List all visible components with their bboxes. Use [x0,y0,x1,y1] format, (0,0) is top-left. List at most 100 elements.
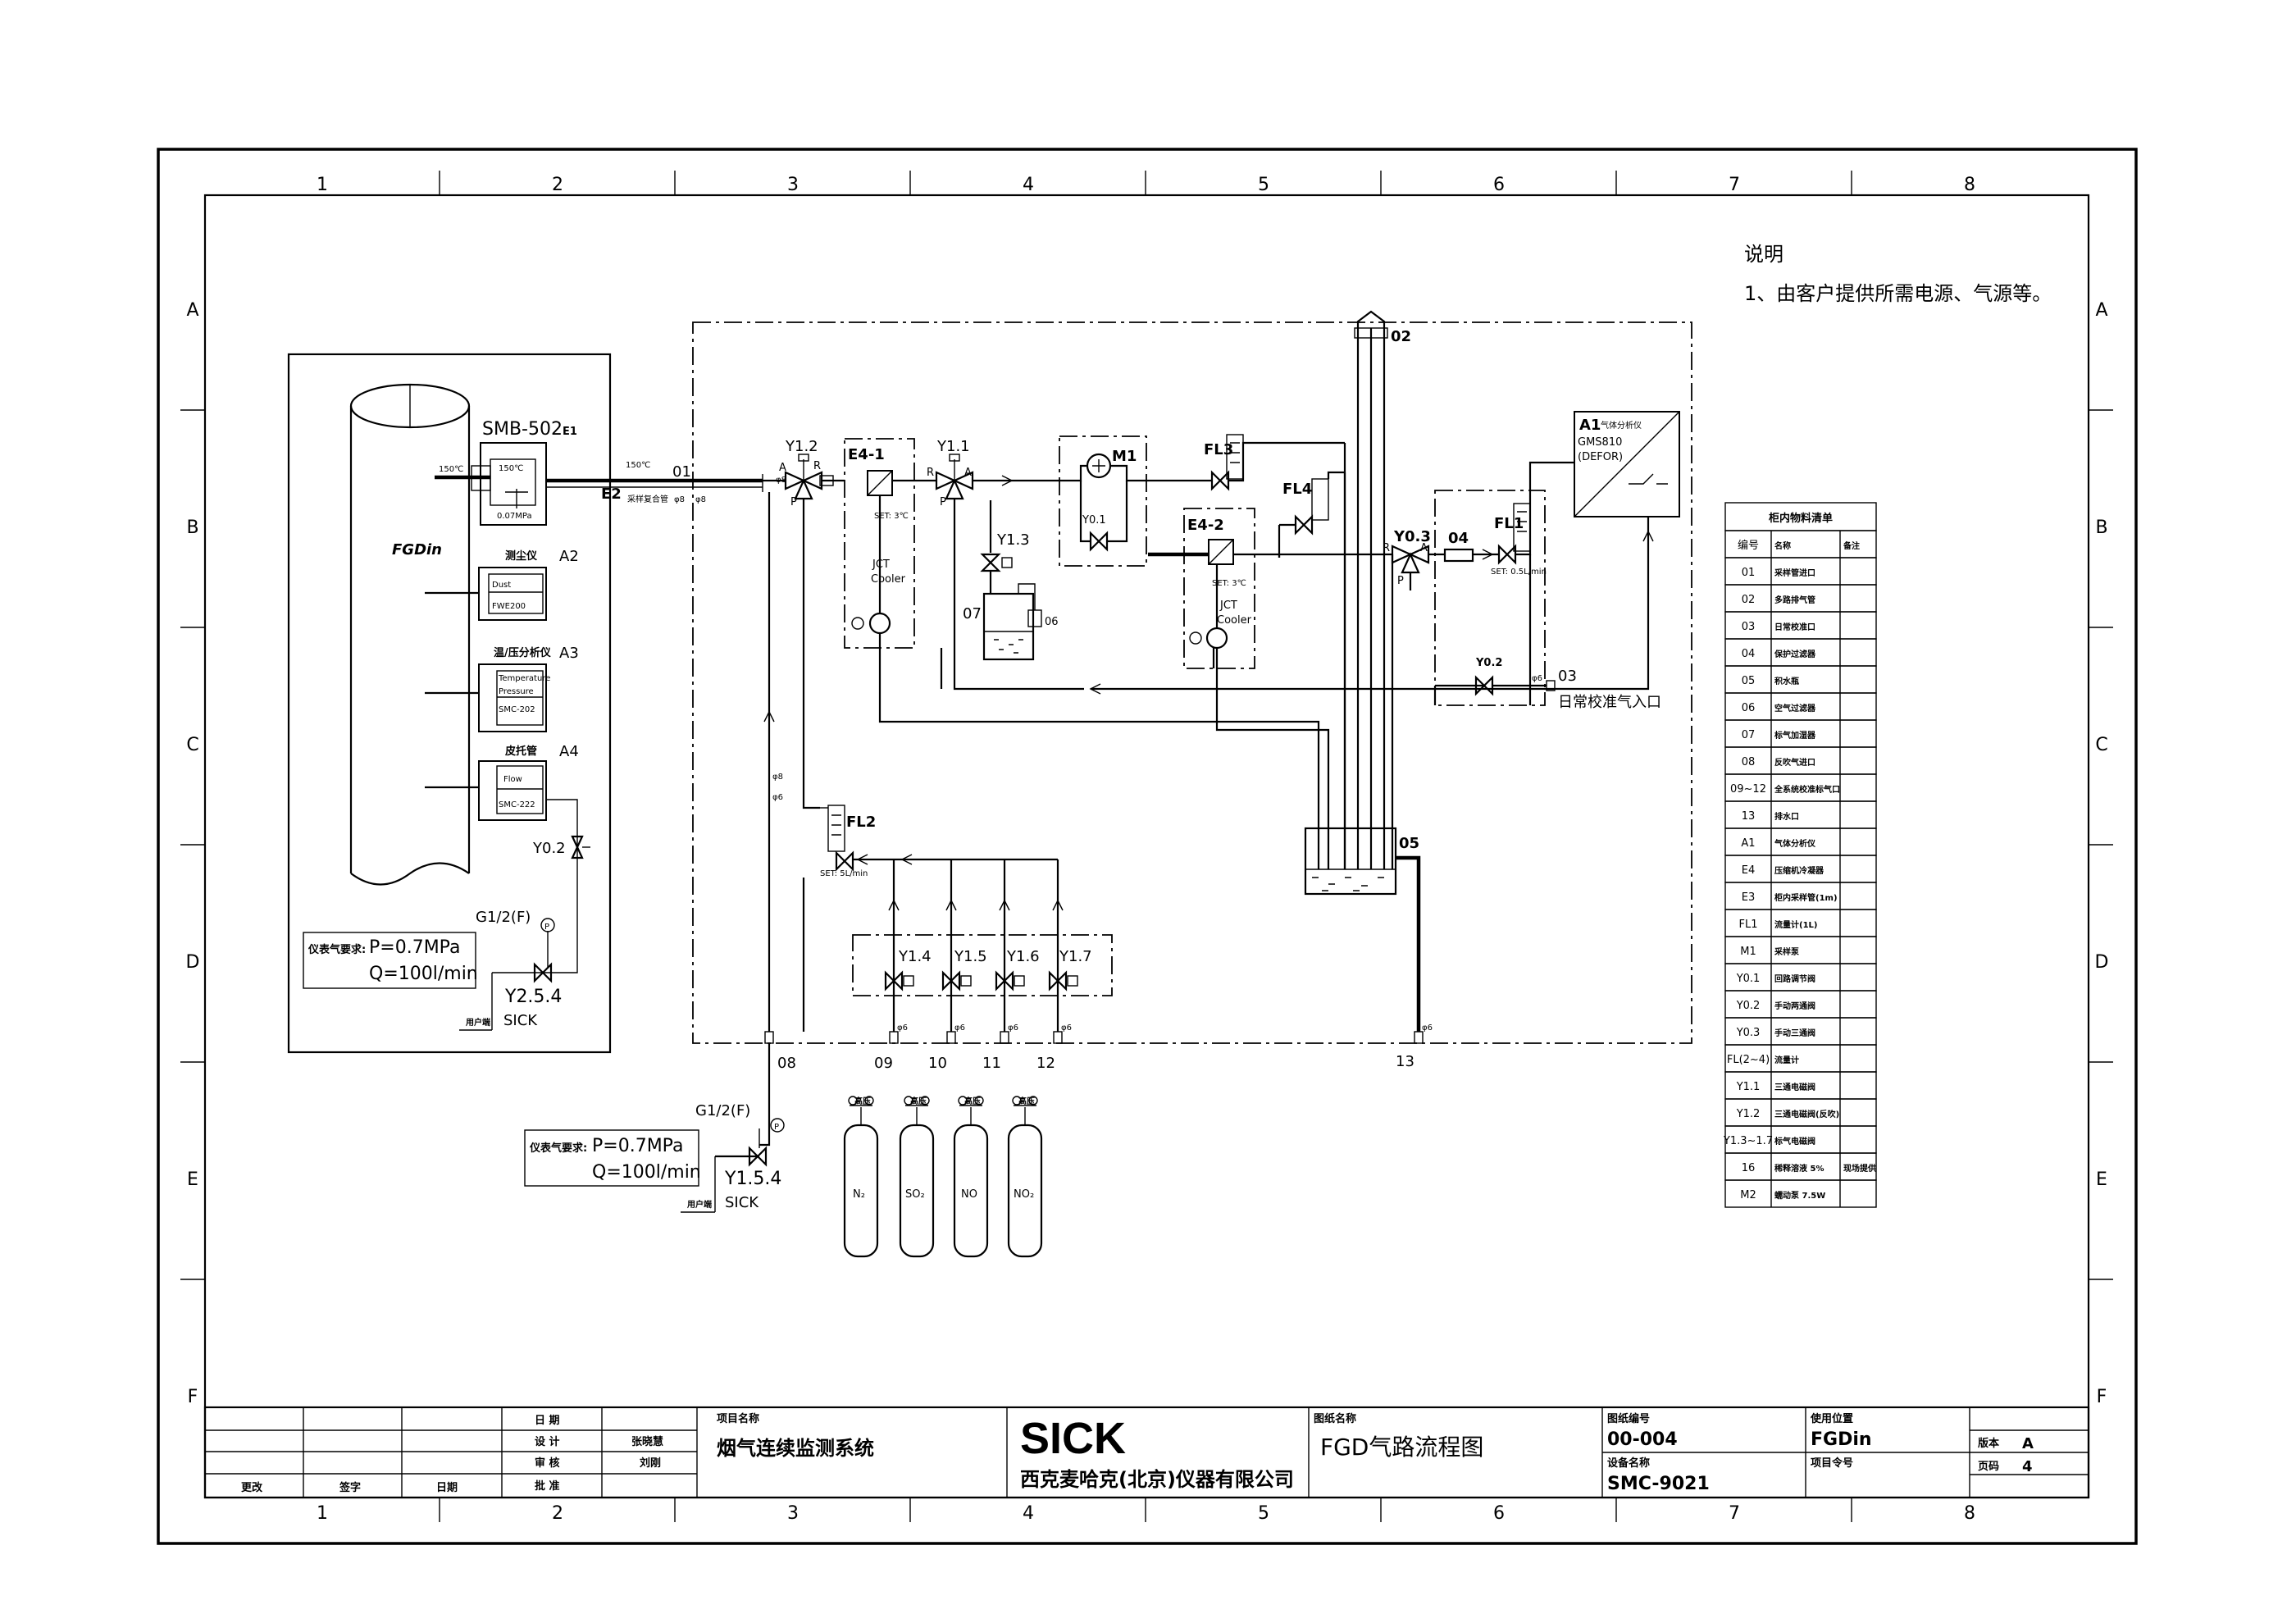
branch-dia8: φ8 [772,773,783,782]
tb-design-value: 张晓慧 [631,1435,663,1448]
flow-tag: A4 [559,743,579,760]
flowmeter-fl4-tag: FL4 [1282,481,1312,498]
tb-device-label: 设备名称 [1607,1457,1650,1470]
cylinder-no: 高压 NO [953,1096,989,1258]
tb-drawing-no-label: 图纸编号 [1607,1412,1650,1425]
bom-cell-name: 日常校准口 [1774,622,1815,632]
bom-cell-name: 蠕动泵 7.5W [1774,1190,1825,1201]
port-09-dia: φ6 [897,1023,908,1033]
valve-y12-p: P [790,496,797,508]
bom-cell-no: Y0.1 [1736,973,1761,985]
sample-piping: E2 150℃ 采样复合管 φ8 φ8 01 Y1.2 A R P φ8 φ8 … [524,310,1680,1258]
tb-drawing-no: 00-004 [1607,1429,1678,1450]
valve-y14-tag: Y1.4 [898,948,932,965]
bom-cell-name: 空气过滤器 [1774,703,1816,713]
tp-tag: A3 [559,645,579,662]
row-label-left-f: F [188,1387,198,1407]
notes-line-1: 1、由客户提供所需电源、气源等。 [1744,282,2052,305]
col-label-top-5: 5 [1258,175,1269,195]
blowback-air-req-label: 仪表气要求: [529,1142,587,1155]
bom-cell-no: 04 [1742,648,1756,660]
port-08: 08 [777,1055,796,1072]
bom-cell-name: 手动三通阀 [1774,1028,1815,1038]
probe-user-label: 用户端 [465,1017,490,1028]
probe-gauge-letter: P [544,923,549,932]
valve-y11-tag: Y1.1 [936,438,970,455]
analyzer-a1-sub: (DEFOR) [1578,451,1623,463]
line-dia8-a: φ8 [674,495,685,504]
row-label-left-e: E [187,1169,198,1190]
bom-cell-no: Y1.1 [1736,1081,1761,1093]
col-label-bottom-3: 3 [787,1503,799,1524]
bom-cell-name: 手动两通阀 [1774,1001,1815,1011]
filter-04: 04 [1448,530,1469,547]
cylinder-so2-word: 高压 [910,1096,927,1106]
tb-project-name: 烟气连续监测系统 [717,1437,874,1460]
tb-sign-label: 签字 [339,1481,361,1494]
tb-page-label: 页码 [1978,1461,1999,1473]
pump-m1-tag: M1 [1112,448,1137,465]
cooler-e41-word: Cooler [871,573,906,586]
flow-name: 皮托管 [504,745,537,758]
tb-version-label: 版本 [1978,1437,1999,1450]
row-label-right-f: F [2097,1387,2107,1407]
tb-review-value: 刘刚 [640,1457,661,1470]
tb-location-label: 使用位置 [1810,1412,1853,1425]
dust-model: FWE200 [492,602,526,611]
col-label-bottom-2: 2 [552,1503,563,1524]
probe-air-pressure: P=0.7MPa [369,937,460,958]
bom-cell-name: 流量计(1L) [1774,919,1817,930]
probe-air-req-label: 仪表气要求: [308,943,366,956]
valve-y02-tag: Y0.2 [1475,657,1502,669]
valve-y03-p: P [1397,575,1404,587]
analyzer-a1-tag: A1 [1579,417,1601,434]
valve-y12-r: R [813,460,821,472]
cylinder-n2-word: 高压 [854,1096,871,1106]
valve-y11-p: P [940,496,946,508]
tb-company: 西克麦哈克(北京)仪器有限公司 [1020,1468,1294,1491]
bom-cell-no: 02 [1742,594,1756,606]
notes: 说明 1、由客户提供所需电源、气源等。 [1744,243,2052,305]
tp-name: 温/压分析仪 [494,646,552,659]
tp-word-2: Pressure [499,687,534,696]
dust-word: Dust [492,581,511,590]
tb-date-label: 日 期 [535,1415,560,1427]
probe-valve-tag: Y0.2 [532,840,566,857]
col-label-bottom-6: 6 [1493,1503,1505,1524]
bom-cell-no: 05 [1742,675,1756,687]
bom-cell-remark: 备注 [1843,540,1860,551]
row-label-left-c: C [186,735,198,755]
water-trap-05: 05 [1399,835,1419,852]
bom-cell-no: FL(2~4) [1727,1054,1770,1066]
cylinder-no-label: NO [961,1188,977,1201]
col-label-top-4: 4 [1023,175,1034,195]
flow-word: Flow [503,775,522,784]
bom-cell-no: Y1.3~1.7 [1723,1135,1773,1147]
analyzer-cabinet [692,321,1692,1044]
row-label-right-c: C [2095,735,2107,755]
flowmeter-fl1-set: SET: 0.5L/min [1491,568,1547,577]
dust-name: 测尘仪 [505,549,538,563]
bom-cell-no: FL1 [1739,919,1758,931]
bom-cell-no: A1 [1741,837,1755,850]
bom-cell-no: 08 [1742,756,1756,768]
blowback-air-flow: Q=100l/min [592,1162,701,1183]
bom-cell-name: 气体分析仪 [1774,838,1816,849]
valve-y03-r: R [1383,542,1390,554]
bom-cell-no: 03 [1742,621,1756,633]
valve-y03-tag: Y0.3 [1393,528,1431,545]
bom-cell-no: 07 [1742,729,1756,741]
cal-inlet-label: 日常校准气入口 [1558,694,1661,711]
bom-cell-name: 柜内采样管(1m) [1774,892,1838,903]
valve-y12-tag: Y1.2 [785,438,818,455]
bom-cell-no: Y1.2 [1736,1108,1761,1120]
port-12: 12 [1036,1055,1055,1072]
smb-model: SMB-502 [482,419,563,440]
tp-word-1: Temperature [498,674,550,683]
line-sample-label: 采样复合管 [627,494,668,504]
bom-title: 柜内物料清单 [1768,512,1833,525]
title-block: 日 期 设 计 张晓慧 审 核 刘刚 批 准 更改 签字 日期 项目名称 图纸名… [203,1406,2090,1499]
probe-air-flow: Q=100l/min [369,964,478,984]
valve-y13-tag: Y1.3 [996,531,1030,549]
